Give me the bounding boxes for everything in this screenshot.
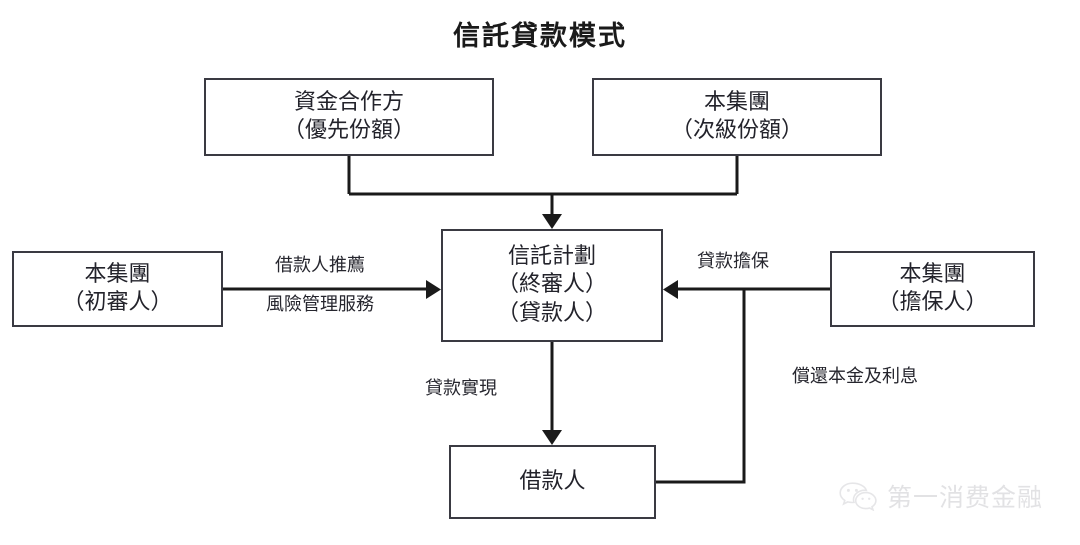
node-trust-plan-line-1: 信託計劃 xyxy=(507,244,596,270)
wechat-logo-icon xyxy=(839,482,877,511)
edge-label-loan-disbursement: 貸款實現 xyxy=(425,378,497,399)
node-group-subordinate-line-1: 本集團 xyxy=(703,89,770,115)
edge-label-borrower-referral: 借款人推薦 xyxy=(275,255,365,276)
node-group-subordinate[interactable]: 本集團 （次級份額） xyxy=(592,78,882,156)
node-trust-plan[interactable]: 信託計劃 （終審人） （貸款人） xyxy=(441,229,663,342)
edge-label-loan-guarantee: 貸款擔保 xyxy=(697,251,769,272)
node-group-initial-reviewer-line-1: 本集團 xyxy=(84,261,151,287)
watermark-text: 第一消费金融 xyxy=(887,483,1044,512)
node-funding-partner[interactable]: 資金合作方 （優先份額） xyxy=(204,78,494,156)
node-group-guarantor-line-2: （擔保人） xyxy=(877,290,988,315)
node-group-initial-reviewer[interactable]: 本集團 （初審人） xyxy=(12,251,223,327)
edge-label-repay-principal-interest: 償還本金及利息 xyxy=(792,366,918,387)
node-borrower[interactable]: 借款人 xyxy=(449,445,656,519)
node-group-subordinate-line-2: （次級份額） xyxy=(670,118,803,143)
edge-label-risk-management-service: 風險管理服務 xyxy=(266,294,374,315)
arrowhead-into-trust-plan-top xyxy=(542,214,562,229)
node-group-guarantor[interactable]: 本集團 （擔保人） xyxy=(830,251,1035,327)
node-trust-plan-line-2: （終審人） xyxy=(496,272,607,298)
node-group-initial-reviewer-line-2: （初審人） xyxy=(62,290,173,315)
node-funding-partner-line-1: 資金合作方 xyxy=(293,89,404,115)
node-trust-plan-line-3: （貸款人） xyxy=(496,300,607,326)
page-title: 信託貸款模式 xyxy=(453,21,627,52)
arrowhead-into-borrower-top xyxy=(542,430,562,445)
node-funding-partner-line-2: （優先份額） xyxy=(282,118,415,143)
edge-borrower-repayment-to-trust-plan xyxy=(656,289,746,484)
watermark: 第一消费金融 xyxy=(838,478,1043,514)
arrowhead-into-trust-plan-right xyxy=(663,280,678,299)
edge-top-merge-to-trust-plan xyxy=(347,156,739,216)
arrowhead-into-trust-plan-left xyxy=(426,280,441,299)
node-borrower-line-1: 借款人 xyxy=(519,468,586,494)
node-group-guarantor-line-1: 本集團 xyxy=(899,261,966,287)
